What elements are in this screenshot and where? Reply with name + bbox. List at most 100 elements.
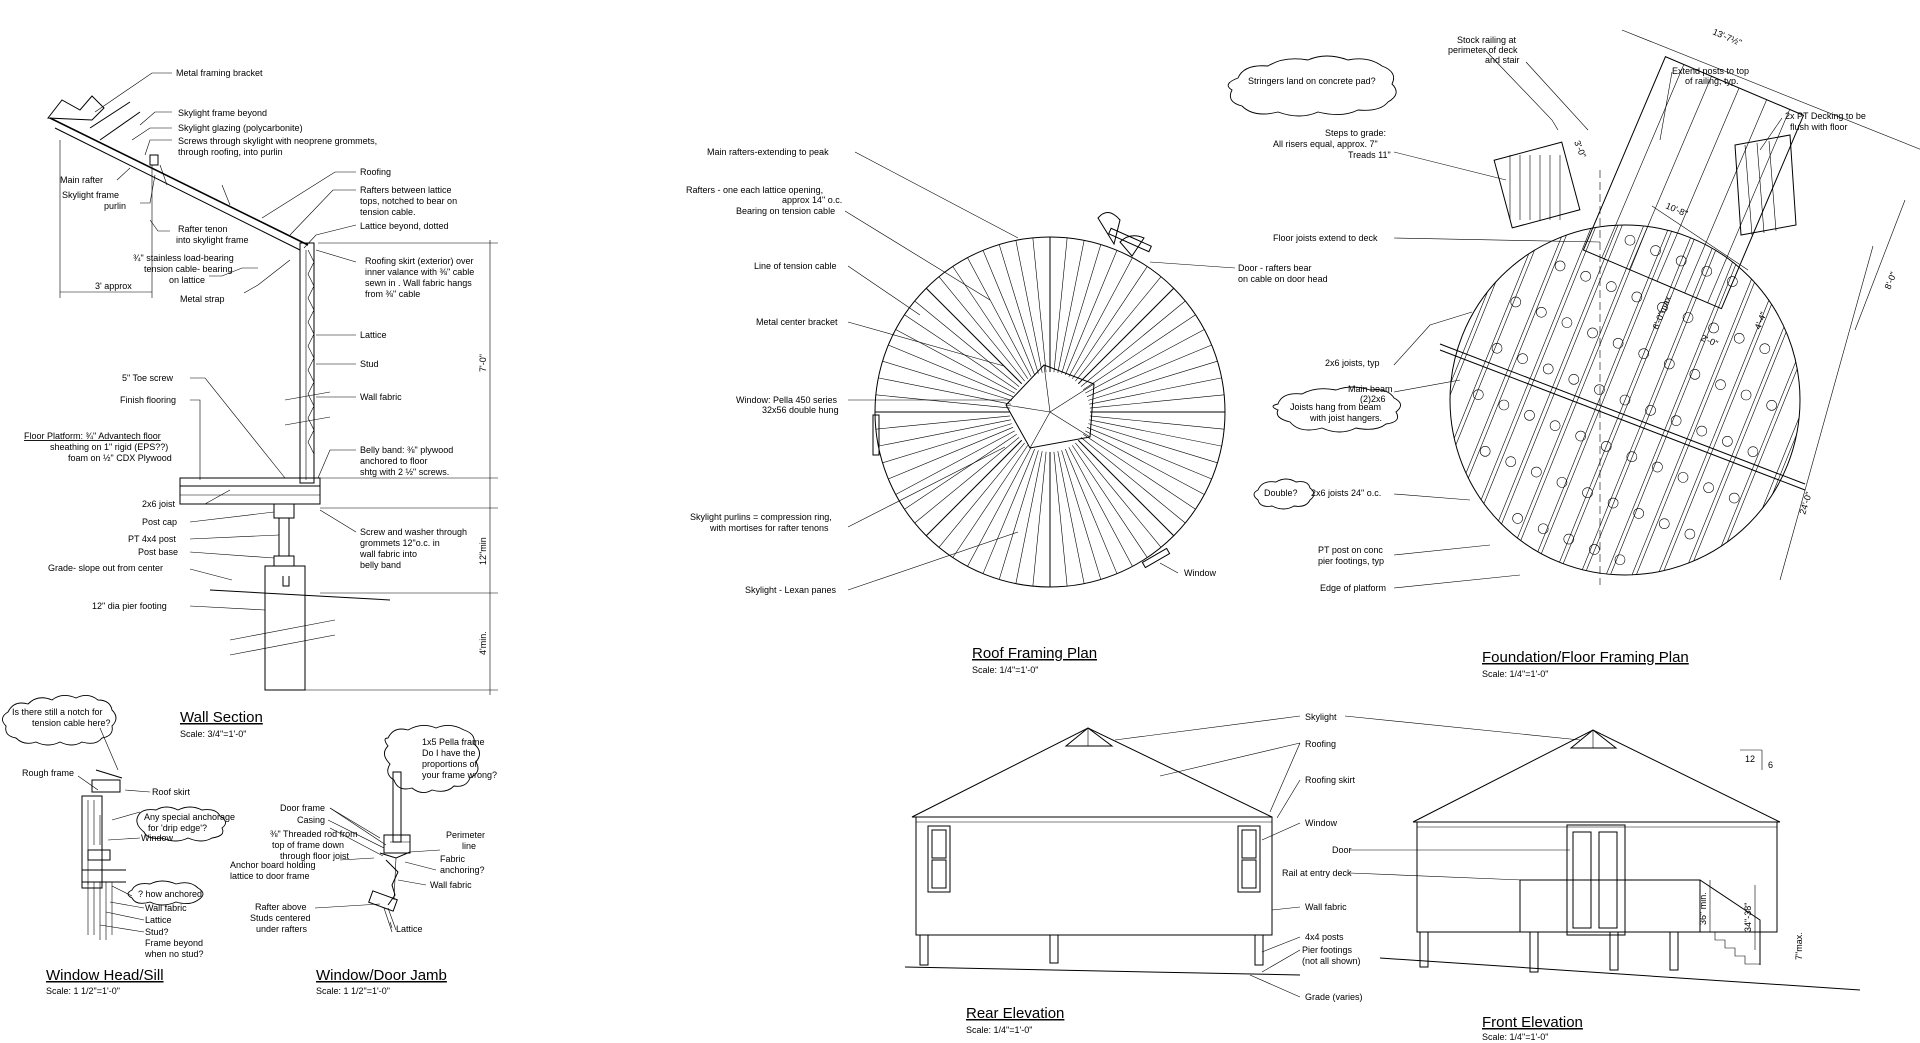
wall-note-tenon: Rafter tenon (178, 224, 228, 234)
wall-section-detail: Metal framing bracket Skylight frame bey… (24, 68, 498, 739)
pier-footing (1575, 430, 1586, 442)
rear-elevation-scale: Scale: 1/4"=1'-0" (966, 1025, 1032, 1035)
window-jamb-door-frame: Door frame (280, 803, 325, 813)
front-pitch-6: 6 (1768, 760, 1773, 770)
window-head-how-anchored: ? how anchored (138, 889, 202, 899)
elev-note-door: Door (1332, 845, 1352, 855)
floor-joist-line (1542, 225, 1708, 575)
roof-note-window: Window: Pella 450 series (736, 395, 838, 405)
wall-note-platform-3: foam on ½" CDX Plywood (68, 453, 172, 463)
foundation-main-beam (1439, 349, 1806, 491)
rafter-line (914, 437, 1020, 524)
rafter-line (882, 423, 1012, 464)
pier-footing (1510, 296, 1522, 308)
pier-footing (1580, 270, 1591, 282)
roof-note-tension: Line of tension cable (754, 261, 837, 271)
floor-joist-line (1450, 225, 1556, 543)
floor-joist-line (1450, 225, 1578, 552)
floor-joist-line (1546, 225, 1712, 575)
rafter-line (1057, 451, 1085, 584)
rear-window-right (1237, 825, 1261, 893)
front-wall (1416, 821, 1778, 933)
floor-joist-line (1523, 225, 1690, 575)
window-head-wall-fabric: Wall fabric (145, 903, 187, 913)
window-head-anchor-2: for 'drip edge'? (148, 823, 207, 833)
window-jamb-scale: Scale: 1 1/2"=1'-0" (316, 986, 390, 996)
foundation-dim-13: 13'-7½" (1711, 27, 1743, 48)
rafter-line (938, 276, 1025, 382)
pier-footing (1498, 399, 1510, 411)
window-jamb-detail: 1x5 Pella frame Do I have the proportion… (230, 725, 497, 996)
wall-note-main-rafter: Main rafter (60, 175, 103, 185)
window-head-anchor-cloud (136, 806, 226, 842)
rafter-line (875, 394, 1011, 409)
joist-hang-cloud (1272, 386, 1401, 433)
pier-footing (1664, 358, 1675, 370)
pier-footing (1600, 441, 1612, 452)
floor-joist-line (1450, 225, 1575, 551)
pier-footing (1554, 260, 1566, 272)
pier-footing (1650, 245, 1661, 256)
rafter-line (1085, 329, 1205, 394)
pier-footing (1524, 410, 1535, 421)
floor-joist-line (1701, 260, 1800, 575)
rafter-line (1089, 415, 1225, 430)
rafter-line (904, 314, 1017, 391)
foundation-note-decking-2: flush with floor (1790, 122, 1848, 132)
rafter-line (904, 433, 1017, 510)
wall-dim-4min: 4'min. (478, 631, 488, 655)
front-deck-rail (1519, 879, 1701, 933)
front-elevation-title: Front Elevation (1482, 1014, 1583, 1031)
wall-note-tenon-2: into skylight frame (176, 235, 249, 245)
roof-note-rafters-2: approx 14" o.c. (782, 195, 842, 205)
foundation-note-railing: Stock railing at (1457, 35, 1517, 45)
main-rafter-line (925, 287, 1023, 385)
foundation-note-joists-typ: 2x6 joists, typ (1325, 358, 1380, 368)
pier-footing (1614, 554, 1626, 566)
foundation-deck (1582, 56, 1805, 310)
pier-footing (1759, 343, 1771, 354)
foundation-note-railing-3: and stair (1485, 55, 1520, 65)
pier-footing (1682, 312, 1694, 323)
wall-note-sky-purlin: Skylight frame (62, 190, 119, 200)
window-jamb-perimeter: Perimeter (446, 830, 485, 840)
rafter-line (1053, 451, 1068, 587)
window-head-roof-skirt: Roof skirt (152, 787, 191, 797)
window-jamb-board-2: lattice to door frame (230, 871, 310, 881)
foundation-note-posts-2: of railing, typ. (1685, 76, 1739, 86)
roof-plan-title: Roof Framing Plan (972, 645, 1097, 662)
window-jamb-rod: ⅜" Threaded rod from (270, 829, 358, 839)
pier-footing (1619, 394, 1631, 406)
stringers-cloud (1227, 55, 1397, 117)
pier-footing (1549, 420, 1561, 431)
pier-footing (1675, 255, 1687, 267)
floor-joist-line (1609, 225, 1775, 575)
roof-note-purlins-2: with mortises for rafter tenons (709, 523, 829, 533)
foundation-plan-title: Foundation/Floor Framing Plan (1482, 649, 1689, 666)
wall-note-washer-3: wall fabric into (359, 549, 417, 559)
main-rafter-line (1077, 439, 1175, 537)
wall-note-stainless-2: tension cable- bearing (144, 264, 233, 274)
wall-note-screws-2: through roofing, into purlin (178, 147, 283, 157)
rafter-line (1061, 450, 1102, 580)
window-head-cloud (2, 695, 117, 746)
floor-joist-line (1450, 225, 1552, 542)
rafter-line (1032, 451, 1047, 587)
rafter-line (1089, 377, 1222, 405)
pier-footing (1638, 348, 1650, 359)
wall-note-belly-2: anchored to floor (360, 456, 428, 466)
window-head-title: Window Head/Sill (46, 967, 164, 984)
main-rafter-line (1077, 287, 1175, 385)
window-jamb-cloud (384, 725, 480, 793)
elev-note-wall-fabric: Wall fabric (1305, 902, 1347, 912)
foundation-note-steps: Steps to grade: (1325, 128, 1386, 138)
rafter-line (882, 360, 1012, 401)
wall-note-post-cap: Post cap (142, 517, 177, 527)
window-jamb-rafter-3: under rafters (256, 924, 308, 934)
rafter-line (888, 344, 1014, 397)
floor-joist-line (1724, 269, 1800, 575)
pier-footing (1479, 446, 1491, 457)
roof-note-bracket: Metal center bracket (756, 317, 838, 327)
rafter-line (1086, 344, 1212, 397)
rafter-line (1083, 314, 1196, 391)
